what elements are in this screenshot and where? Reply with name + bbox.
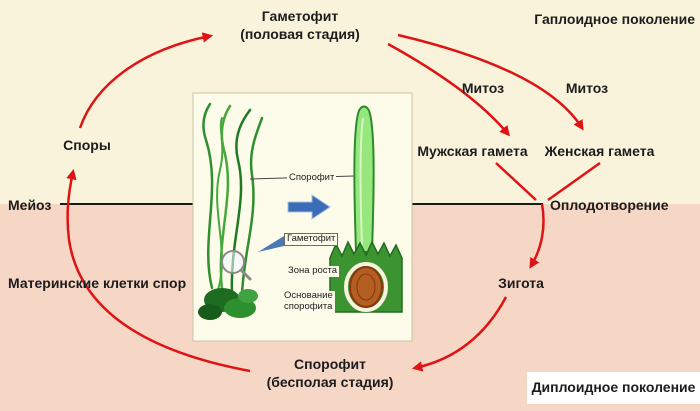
inset-label-sporophyte-base: Основание спорофита [282,290,335,313]
algae-clump [198,288,258,320]
arrow-gametophyte-to-male-gamete [387,42,511,137]
label-meiosis: Мейоз [8,197,52,213]
sporophyte-stalk [353,105,375,253]
label-gametophyte: Гаметофит (половая стадия) [240,8,360,42]
arrow-spores-to-gametophyte [78,32,214,129]
arrow-gametophyte-to-female-gamete [397,33,584,131]
label-male-gamete: Мужская гамета [417,143,528,159]
pointer-wedge-icon [258,236,284,252]
label-fertilization: Оплодотворение [550,197,669,213]
arrow-sporophyte-to-spores [66,168,251,373]
arrow-fertilization-to-zygote [529,203,545,269]
arrow-zygote-to-sporophyte [411,296,508,372]
label-female-gamete: Женская гамета [544,143,655,159]
label-sporophyte: Спорофит (бесполая стадия) [266,356,394,390]
line-female-gamete-to-fertilization [547,161,601,202]
sporophyte-foot-halo [344,262,388,312]
label-mitosis-right: Митоз [565,80,609,96]
label-spores: Споры [63,137,111,153]
sporophyte-stalk-highlight [359,117,364,246]
inset-label-gametophyte: Гаметофит [284,233,339,246]
transition-arrow-icon [287,194,331,220]
label-diploid-generation: Диплоидное поколение [531,379,696,395]
label-spore-mother-cells: Материнские клетки спор [8,275,187,291]
sporophyte-foot-inner [356,273,376,301]
label-haploid-generation: Гаплоидное поколение [534,11,695,27]
diploid-generation-strip: Диплоидное поколение [527,372,700,404]
magnifier-icon [221,250,252,281]
sporophyte-foot [349,266,383,308]
line-male-gamete-to-fertilization [495,162,537,201]
label-zygote: Зигота [498,275,544,291]
inset-label-growth-zone: Зона роста [286,265,340,277]
label-mitosis-left: Митоз [461,80,505,96]
inset-label-sporophyte: Спорофит [287,172,337,184]
